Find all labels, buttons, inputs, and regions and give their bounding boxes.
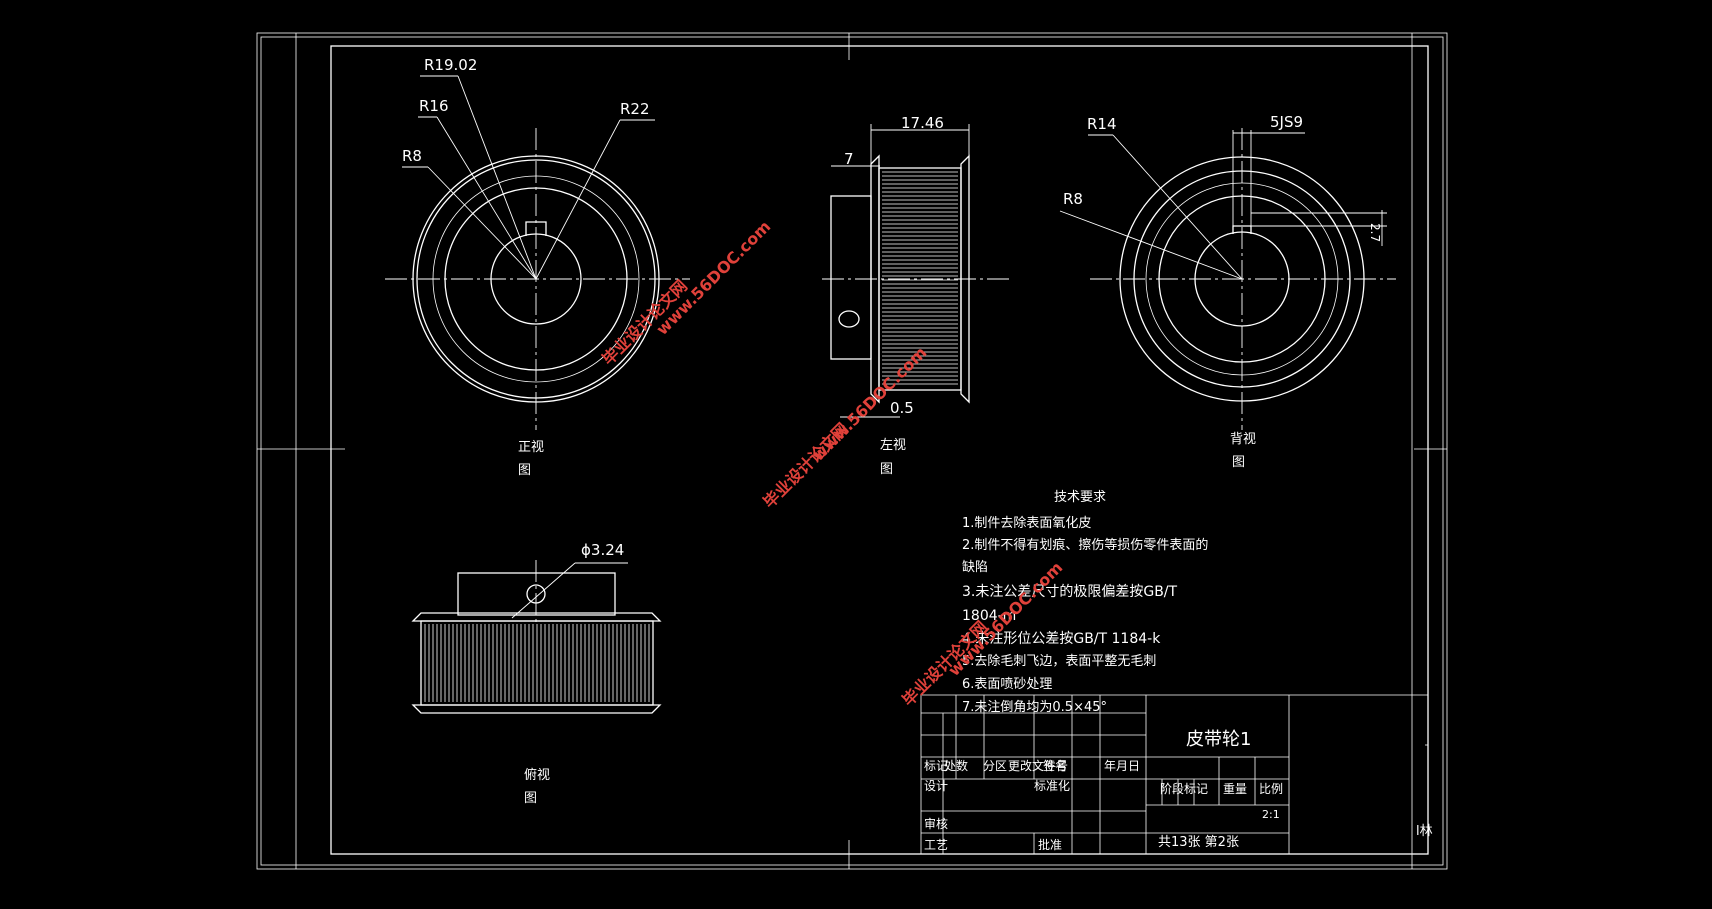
sheet-count: 共13张 第2张: [1158, 835, 1239, 850]
row-process: 工艺: [924, 838, 948, 852]
back-r14-label: R14: [1087, 115, 1117, 133]
th-mark: 标记: [924, 759, 948, 773]
th-date: 年月日: [1104, 759, 1140, 773]
outer-frame: [256, 32, 1448, 870]
front-view-caption-2: 图: [518, 463, 531, 478]
row-standard: 标准化: [1034, 779, 1070, 793]
back-key-label: 5JS9: [1270, 113, 1303, 131]
tech-requirements: 技术要求 1.制件去除表面氧化皮 2.制件不得有划痕、擦伤等损伤零件表面的 缺陷…: [962, 490, 1208, 715]
tech-line-9: 7.未注倒角均为0.5×45°: [962, 700, 1107, 715]
tech-line-3: 缺陷: [962, 560, 988, 575]
watermark-site-1: www.56DOC.com: [652, 217, 774, 339]
back-r8-label: R8: [1063, 190, 1083, 208]
watermark-name-2: 毕业设计论文网: [759, 419, 852, 512]
top-view-caption: 俯视: [524, 767, 550, 783]
left-view: 17.46 7 0.5 左视 图: [822, 114, 1010, 477]
tech-line-5: 1804-m: [962, 608, 1016, 624]
side-text: l林: [1416, 824, 1433, 839]
front-view: R19.02 R16 R22 R8 正视 图: [385, 56, 690, 478]
left-dim-1746: 17.46: [901, 114, 944, 132]
front-r22-label: R22: [620, 100, 650, 118]
weight-label: 重量: [1223, 782, 1247, 796]
th-count: 处数: [944, 758, 968, 773]
front-r16-label: R16: [419, 97, 449, 115]
th-doc: 更改文件号: [1008, 758, 1068, 773]
tech-line-7: 5.去除毛刺飞边，表面平整无毛刺: [962, 654, 1156, 669]
th-zone: 分区: [983, 759, 1007, 773]
tech-line-2: 2.制件不得有划痕、擦伤等损伤零件表面的: [962, 537, 1208, 553]
front-r8-label: R8: [402, 147, 422, 165]
outer-frame-inner: [260, 36, 1444, 866]
left-view-caption: 左视: [880, 438, 906, 453]
title-block: 皮带轮1 标记 处数 分区 更改文件号 签名 年月日 设计 标准化 审核 工艺 …: [920, 694, 1433, 854]
front-r1902-label: R19.02: [424, 56, 477, 74]
tech-line-1: 1.制件去除表面氧化皮: [962, 516, 1091, 531]
row-design: 设计: [924, 779, 948, 793]
th-sign: 签名: [1043, 758, 1067, 773]
back-view-caption: 背视: [1230, 432, 1256, 447]
part-name: 皮带轮1: [1186, 729, 1251, 750]
stage-label: 阶段标记: [1160, 781, 1208, 796]
inner-frame: [330, 45, 1429, 855]
scale-value: 2:1: [1262, 808, 1280, 821]
tech-line-6: 4.未注形位公差按GB/T 1184-k: [962, 631, 1161, 647]
front-view-caption: 正视: [518, 440, 544, 455]
left-dim-05: 0.5: [890, 399, 914, 417]
tech-line-4: 3.未注公差尺寸的极限偏差按GB/T: [962, 584, 1178, 600]
centering-marks: [257, 33, 1447, 869]
left-view-caption-2: 图: [880, 462, 893, 477]
top-hole-label: ϕ3.24: [581, 541, 624, 559]
back-view: R14 R8 5JS9 2.7 背视 图: [1059, 113, 1396, 470]
back-view-caption-2: 图: [1232, 455, 1245, 470]
watermarks: www.56DOC.com 毕业设计论文网 www.56DOC.com 毕业设计…: [598, 217, 1066, 710]
top-view-caption-2: 图: [524, 791, 537, 806]
back-27-label: 2.7: [1368, 223, 1382, 242]
row-check: 审核: [924, 816, 948, 831]
top-view-teeth: [424, 624, 650, 702]
top-view: ϕ3.24 俯视 图: [411, 541, 662, 806]
tech-title: 技术要求: [1054, 490, 1106, 505]
scale-label: 比例: [1259, 782, 1283, 796]
left-dim-7: 7: [844, 150, 854, 168]
tech-line-8: 6.表面喷砂处理: [962, 677, 1052, 692]
row-approve: 批准: [1038, 837, 1062, 852]
left-view-teeth: [882, 171, 958, 385]
